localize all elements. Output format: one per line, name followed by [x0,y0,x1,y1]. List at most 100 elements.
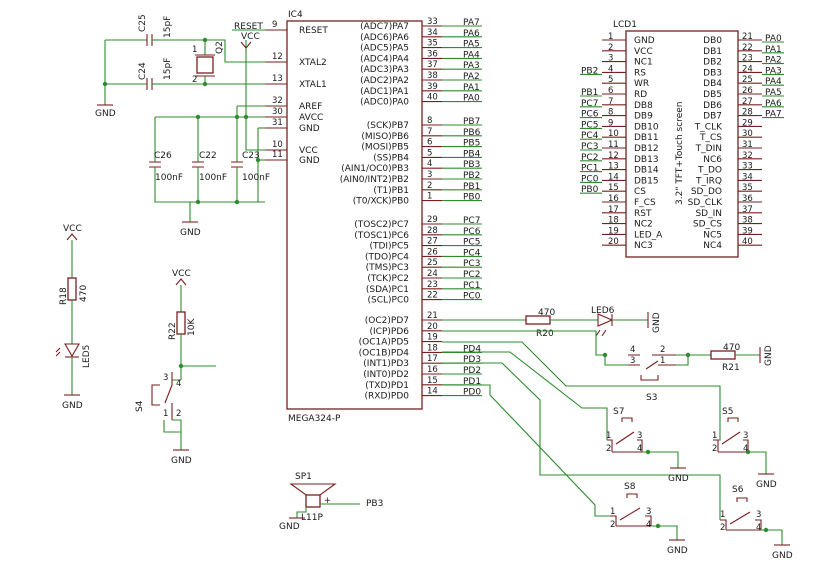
ic4-pin-name: (SS)PB4 [373,153,409,163]
wire [761,529,783,545]
ic4-pin-number: 14 [427,387,438,397]
ic4-pin-name: (ADC0)PA0 [360,98,409,108]
junction-dot [195,199,201,205]
c22-capacitor: C22 100nF [192,151,227,183]
net-label: PB2 [581,66,598,76]
net-label: PA5 [463,40,480,50]
ic4-pin-number: 22 [427,291,438,301]
s6-ref: S6 [732,485,744,495]
junction-dot [602,352,608,358]
capacitor-plates [231,161,243,168]
junction-dot [202,37,208,43]
lcd1-pin-number: 1 [608,32,613,42]
gnd-label: GND [756,480,777,490]
lcd1-pin-number: 38 [742,216,753,226]
net-label: PB0 [581,185,599,195]
ic4-pin-name: AREF [299,102,322,112]
net-label: PC0 [463,292,481,302]
s6-pin4: 4 [756,523,761,533]
lcd1-pin-number: 14 [608,172,619,182]
junction-dot [195,114,201,120]
wire [163,419,182,433]
wire [604,355,628,366]
net-label: PD3 [463,355,481,365]
net-label: PA7 [463,18,480,28]
ic4-pin-name: GND [299,156,320,166]
lcd1-pin-name: DB14 [634,166,659,176]
lcd1-pin-number: 36 [742,194,753,204]
q2-ref: Q2 [215,41,225,54]
net-label: PD2 [463,366,481,376]
switch-contacts [164,372,173,420]
lcd1-pin-number: 15 [608,183,619,193]
ic4-pin-name: XTAL2 [299,58,327,68]
s8-switch: 1 2 3 4 S8 GND [610,482,688,556]
ic4-pin-name: (RXD)PD0 [365,392,410,402]
lcd1-pin-name: DB10 [634,122,659,132]
ic4-pin-number: 5 [427,148,432,158]
led-symbol: LED5 [55,343,92,368]
wire [442,351,608,440]
s3-pin4: 4 [630,345,635,355]
lcd1-pin-name: T_DO [697,166,722,176]
lcd1-pin-name: NC3 [634,241,653,251]
net-label: PB2 [463,171,480,181]
wire [296,507,307,518]
gnd-label: GND [171,456,192,466]
net-label: PC6 [581,110,599,120]
switch-contacts [610,507,652,527]
c24-capacitor: C24 15pF [138,58,173,90]
lcd1-pin-number: 28 [742,108,753,118]
lcd1-pin-number: 5 [608,75,613,85]
r20-ref: R20 [536,329,554,339]
lcd1-pin-name: NC4 [703,241,722,251]
gnd-label: GND [668,474,689,484]
ic4-pin-name: (ADC7)PA7 [360,22,409,32]
net-label: PA1 [765,45,782,55]
wire [160,39,206,55]
ic4-pin-number: 40 [427,93,438,103]
q2-crystal: 1 2 Q2 [192,41,225,85]
sp1-speaker: SP1 + PB3 L11P GND [279,472,383,532]
ic4-pin-number: 34 [427,28,438,38]
lcd1-pin-number: 2 [608,43,613,53]
lcd1-pin-number: 4 [608,64,613,74]
net-label: PA6 [463,29,480,39]
ic4-pin-number: 17 [427,354,438,364]
ic4-pin-number: 26 [427,247,438,257]
speaker-cone [289,483,337,496]
junction-dot [745,449,751,455]
net-label: PB3 [463,160,480,170]
ic4-pin-number: 16 [427,365,438,375]
lcd1-pin-number: 31 [742,140,753,150]
lcd1-pin-name: SD_DO [691,187,722,197]
r18-resistor [67,277,77,301]
led-rays [595,329,607,337]
ic4-pin-name: (INT0)PD2 [363,370,409,380]
ic4-pin-name: (TXD)PD1 [365,381,409,391]
junction-dot [234,199,240,205]
ic4-pin-name: (MISO)PB6 [361,132,409,142]
lcd1-pin-name: WR [634,79,649,89]
net-label: PC2 [463,270,480,280]
lcd1-pin-name: RD [634,90,647,100]
s4-pin4: 4 [176,379,181,389]
r22-value: 10K [187,318,197,336]
junction-dot [685,352,691,358]
ic4-body [286,20,423,410]
junction-dot [645,449,651,455]
lcd1-pin-number: 20 [608,237,619,247]
lcd1-pin-name: RS [634,68,646,78]
net-label: PA4 [765,77,782,87]
s3-ref: S3 [646,393,657,403]
junction-dot [234,114,240,120]
s7-switch: 1 2 3 4 S7 GND [606,407,689,484]
gnd-symbol: GND [279,517,305,532]
ic4-pin-number: 12 [272,52,283,62]
s8-pin2: 2 [610,520,615,530]
ic4-pin-number: 32 [272,96,283,106]
ic4-pin-number: 27 [427,237,438,247]
ic4-pin-name: (INT1)PD3 [363,359,409,369]
